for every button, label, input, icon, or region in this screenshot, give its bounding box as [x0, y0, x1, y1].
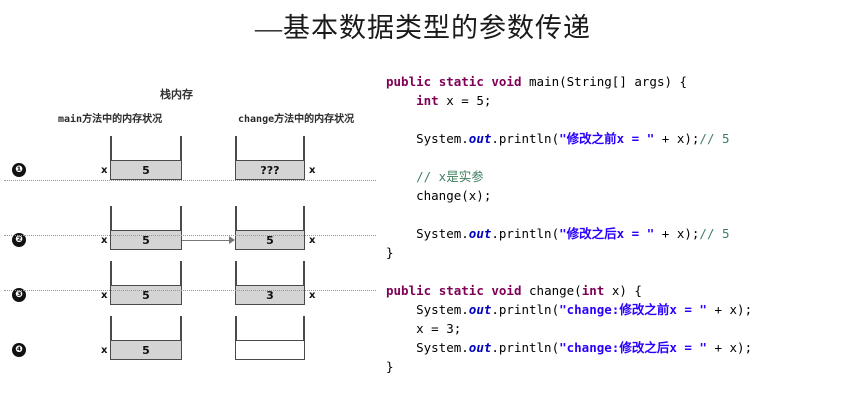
code-token: System. — [386, 340, 469, 355]
code-token: ; — [453, 321, 462, 336]
code-token: + x); — [654, 226, 700, 241]
stack-frame-right-1 — [235, 136, 305, 180]
stack-cell-right-1: ??? — [235, 160, 305, 180]
code-token: // x是实参 — [416, 169, 484, 184]
code-token: } — [386, 359, 394, 374]
stack-memory-heading: 栈内存 — [160, 88, 193, 101]
code-line-15: System.out.println("change:修改之后x = " + x… — [386, 338, 846, 357]
code-token: public — [386, 283, 439, 298]
stack-var-label-right-2: x — [309, 235, 316, 246]
stack-cell-left-1: 5 — [110, 160, 182, 180]
stack-cell-right-3: 3 — [235, 285, 305, 305]
stack-frame-right-2 — [235, 206, 305, 250]
column-label-main: main方法中的内存状况 — [58, 114, 163, 125]
stack-var-label-left-4: x — [101, 345, 108, 356]
java-code-block: public static void main(String[] args) {… — [386, 72, 846, 376]
code-token: void — [491, 74, 530, 89]
code-token: // 5 — [699, 131, 730, 146]
column-label-change: change方法中的内存状况 — [238, 114, 355, 125]
stack-frame-left-4 — [110, 316, 182, 360]
stack-cell-left-2: 5 — [110, 230, 182, 250]
stack-var-label-right-3: x — [309, 290, 316, 301]
copy-arrow-head-2 — [229, 236, 235, 244]
code-token: .println( — [491, 340, 560, 355]
code-line-7: change(x); — [386, 186, 846, 205]
stack-var-label-left-3: x — [101, 290, 108, 301]
code-token: System. — [386, 302, 469, 317]
code-token: "change:修改之前x = " — [559, 302, 707, 317]
code-token: out — [468, 302, 492, 317]
step-separator-2 — [4, 235, 376, 236]
stack-cell-right-4 — [235, 340, 305, 360]
stack-frame-right-3 — [235, 261, 305, 305]
code-token: 5 — [476, 93, 484, 108]
code-token: "修改之前x = " — [559, 131, 655, 146]
code-token: // 5 — [699, 226, 730, 241]
code-token: out — [468, 131, 492, 146]
code-token — [386, 169, 416, 184]
code-token: x = — [446, 93, 477, 108]
code-token: System. — [386, 131, 469, 146]
code-token: + x); — [654, 131, 700, 146]
code-line-10: } — [386, 243, 846, 262]
copy-arrow-line-2 — [182, 240, 229, 241]
stack-cell-left-3: 5 — [110, 285, 182, 305]
step-marker-2: ❷ — [12, 233, 26, 247]
code-token: System. — [386, 226, 469, 241]
stack-frame-right-4 — [235, 316, 305, 360]
stack-cell-right-2: 5 — [235, 230, 305, 250]
code-token: .println( — [491, 131, 560, 146]
code-token: static — [438, 74, 492, 89]
code-line-11 — [386, 262, 846, 281]
code-token: out — [468, 340, 492, 355]
stack-frame-left-3 — [110, 261, 182, 305]
code-line-14: x = 3; — [386, 319, 846, 338]
code-token: .println( — [491, 302, 560, 317]
step-marker-4: ❹ — [12, 343, 26, 357]
code-token: + x); — [706, 340, 753, 355]
stack-cell-left-4: 5 — [110, 340, 182, 360]
code-line-2: int x = 5; — [386, 91, 846, 110]
code-token: } — [386, 245, 394, 260]
code-line-9: System.out.println("修改之后x = " + x);// 5 — [386, 224, 846, 243]
step-separator-3 — [4, 290, 376, 291]
code-line-12: public static void change(int x) { — [386, 281, 846, 300]
code-token: out — [468, 226, 492, 241]
code-line-13: System.out.println("change:修改之前x = " + x… — [386, 300, 846, 319]
code-token: x) { — [611, 283, 642, 298]
code-token — [386, 93, 416, 108]
code-token: int — [581, 283, 612, 298]
code-line-8 — [386, 205, 846, 224]
code-token: change( — [529, 283, 582, 298]
code-line-16: } — [386, 357, 846, 376]
stack-var-label-left-1: x — [101, 165, 108, 176]
code-token: + x); — [706, 302, 753, 317]
stack-var-label-right-1: x — [309, 165, 316, 176]
step-marker-1: ❶ — [12, 163, 26, 177]
code-token: int — [416, 93, 447, 108]
code-token: public — [386, 74, 439, 89]
code-token: 3 — [446, 321, 454, 336]
code-token: main(String[] args) { — [529, 74, 688, 89]
code-token: "change:修改之后x = " — [559, 340, 707, 355]
code-line-6: // x是实参 — [386, 167, 846, 186]
code-token: .println( — [491, 226, 560, 241]
step-marker-3: ❸ — [12, 288, 26, 302]
code-line-3 — [386, 110, 846, 129]
code-token: ; — [483, 93, 492, 108]
code-token: "修改之后x = " — [559, 226, 655, 241]
code-line-5 — [386, 148, 846, 167]
code-token: x = — [386, 321, 447, 336]
code-line-1: public static void main(String[] args) { — [386, 72, 846, 91]
code-token: static — [438, 283, 492, 298]
stack-frame-left-2 — [110, 206, 182, 250]
code-line-4: System.out.println("修改之前x = " + x);// 5 — [386, 129, 846, 148]
stack-frame-left-1 — [110, 136, 182, 180]
stack-var-label-left-2: x — [101, 235, 108, 246]
code-token: void — [491, 283, 530, 298]
page-title: —基本数据类型的参数传递 — [255, 13, 591, 43]
step-separator-1 — [4, 180, 376, 181]
code-token: change(x); — [386, 188, 492, 203]
